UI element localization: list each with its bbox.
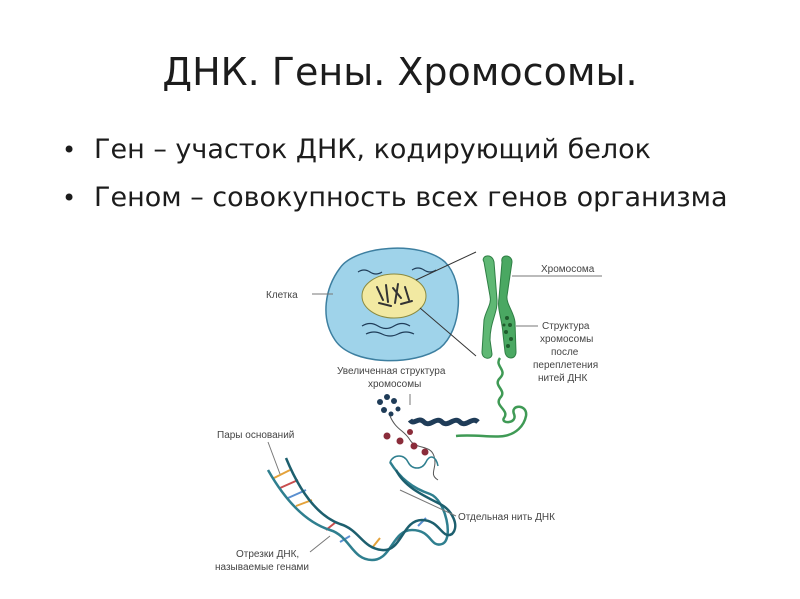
segments-label-1: Отрезки ДНК, [236,549,299,560]
structure-label-3: после [551,347,579,358]
chromosome-right-arm [498,255,517,359]
enlarged-label-2: хромосомы [368,379,421,390]
zoom-line-bottom [419,307,477,357]
enlarged-label-1: Увеличенная структура [337,366,446,377]
cell-illustration: Клетка [266,247,477,362]
structure-label-4: переплетения [533,360,598,371]
single-dna-strand [389,455,439,469]
segments-leader-line [309,535,331,553]
bullet-genome-definition: Геном – совокупность всех генов организм… [62,178,728,226]
chromosome-coils [502,316,513,348]
structure-label-5: нитей ДНК [538,373,587,384]
bullet-gene-definition: Ген – участок ДНК, кодирующий белок [62,130,728,178]
bullet-list: Ген – участок ДНК, кодирующий белок Гено… [62,130,728,226]
base-pairs-label: Пары оснований [217,430,294,441]
zoom-line-top [415,251,477,281]
green-coiled-fiber [455,357,528,438]
cell-nucleus [361,273,427,319]
chromosome-illustration: Хромосома Структура хромосомы после пере… [481,255,602,384]
beads-on-string [389,415,439,481]
nucleus-chromosomes [376,283,413,307]
segments-label-2: называемые генами [215,562,309,573]
nucleosomes [383,429,429,456]
page-title: ДНК. Гены. Хромосомы. [162,50,638,94]
helix-strand-a [266,461,450,562]
dna-double-helix: Пары оснований Отдельная нить ДНК Отрезк… [215,430,555,573]
cell-organelles [357,267,437,337]
chromosome-left-arm [481,255,498,359]
coil-loops [377,394,401,417]
cell-label: Клетка [266,290,298,301]
chromatin-fiber: Увеличенная структура хромосомы [337,357,528,481]
structure-label-2: хромосомы [540,334,593,345]
dark-coiled-structure [407,417,480,427]
chromosome-label: Хромосома [541,264,595,275]
single-strand-label: Отдельная нить ДНК [458,512,555,523]
helix-strand-b [284,457,457,552]
base-pairs-leader-line [267,441,281,475]
structure-label-1: Структура [542,321,590,332]
single-strand-leader-line [399,489,457,517]
